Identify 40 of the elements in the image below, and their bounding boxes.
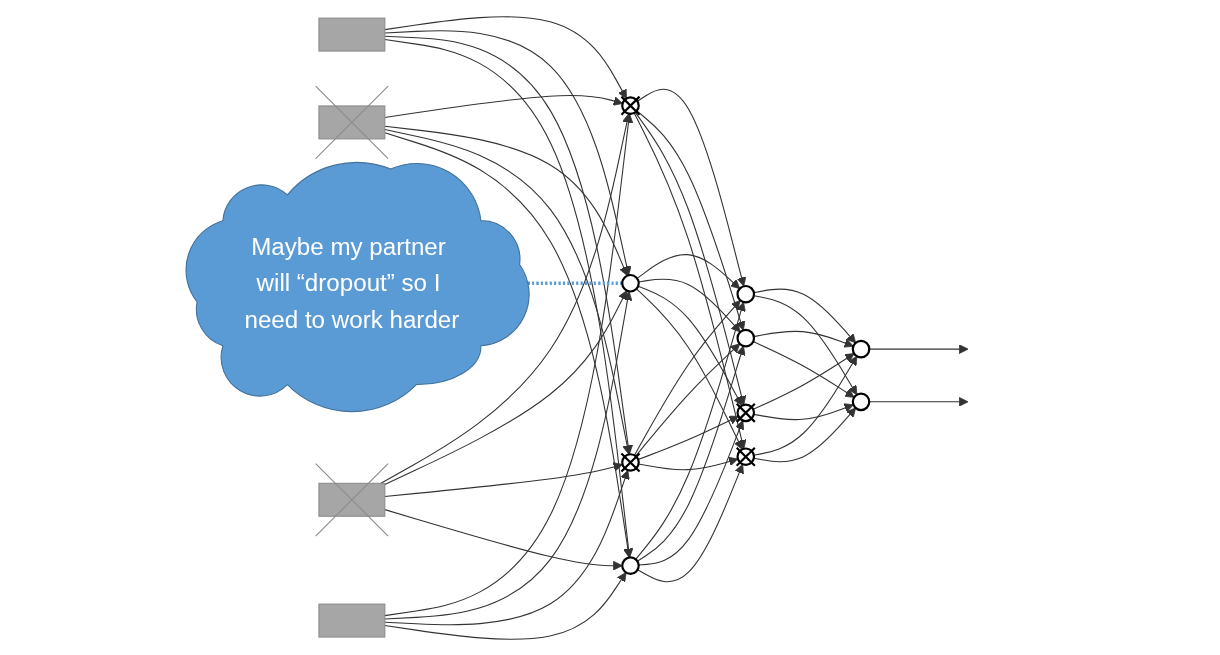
arrow xyxy=(384,571,627,640)
arrow xyxy=(384,461,623,497)
arrow xyxy=(636,253,741,289)
node-circle xyxy=(736,284,756,304)
arrow xyxy=(638,419,745,566)
arrow xyxy=(638,456,739,470)
arrow xyxy=(638,278,741,332)
arrow xyxy=(384,35,633,455)
arrow xyxy=(752,340,855,398)
arrow xyxy=(384,29,632,276)
arrow xyxy=(384,289,628,485)
arrow xyxy=(384,508,623,570)
node-circle xyxy=(851,339,871,358)
node-box xyxy=(318,17,386,52)
arrow xyxy=(636,88,747,287)
arrow xyxy=(384,94,623,118)
arrow xyxy=(753,355,858,456)
arrow xyxy=(753,402,854,420)
arrow xyxy=(752,352,855,410)
arrow xyxy=(637,285,743,406)
arrow xyxy=(868,343,969,354)
arrow xyxy=(635,342,741,457)
arrow xyxy=(636,109,746,331)
arrow xyxy=(384,290,633,619)
arrow xyxy=(753,407,857,462)
arrow xyxy=(637,463,744,582)
arrow xyxy=(384,469,630,625)
node-circle xyxy=(621,555,640,575)
node-circle xyxy=(736,328,756,347)
arrow xyxy=(384,125,629,276)
node-box xyxy=(318,603,386,638)
arrow xyxy=(868,396,969,407)
arrow xyxy=(384,15,627,99)
arrow xyxy=(635,301,746,560)
node-circle xyxy=(621,273,640,293)
arrow xyxy=(637,415,739,460)
arrow xyxy=(384,38,634,558)
arrow xyxy=(384,131,633,558)
node-circle xyxy=(851,391,871,411)
arrow xyxy=(753,294,858,395)
